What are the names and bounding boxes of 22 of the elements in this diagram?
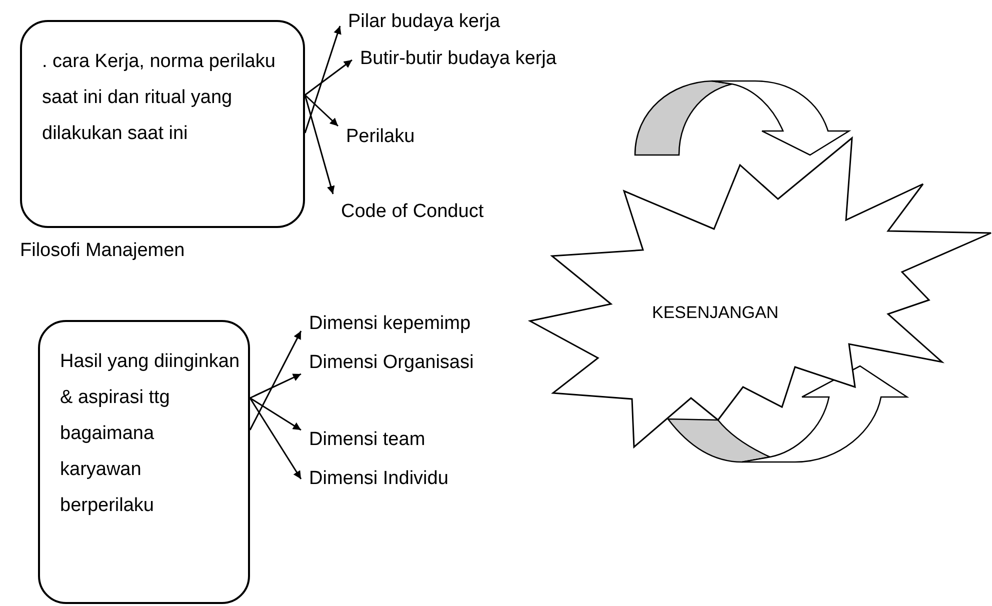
arrow (250, 397, 302, 431)
arrow (304, 59, 352, 96)
arrow (304, 94, 339, 127)
box-text: . cara Kerja, norma perilaku saat ini dan ritual yang dilakukan saat ini (42, 50, 276, 146)
arrow (250, 373, 302, 399)
arrow (304, 94, 335, 194)
arrow (304, 26, 342, 134)
branch-label: Dimensi team (309, 427, 426, 453)
rounded-box (20, 20, 305, 228)
branch-label: Butir-butir budaya kerja (360, 46, 556, 72)
box-text: Hasil yang diinginkan & aspirasi ttg bagaimana karyawan berperilaku (60, 350, 240, 518)
branch-label: Code of Conduct (341, 199, 484, 225)
branch-label: Dimensi kepemimp (309, 311, 471, 337)
box-caption: Filosofi Manajemen (20, 239, 185, 263)
arrow (249, 398, 302, 480)
branch-label: Dimensi Individu (309, 466, 448, 492)
starburst-label: KESENJANGAN (652, 302, 779, 324)
rounded-box (38, 320, 250, 604)
branch-label: Pilar budaya kerja (348, 9, 500, 35)
branch-label: Perilaku (346, 124, 415, 150)
branch-label: Dimensi Organisasi (309, 350, 474, 376)
arrow (249, 330, 302, 430)
